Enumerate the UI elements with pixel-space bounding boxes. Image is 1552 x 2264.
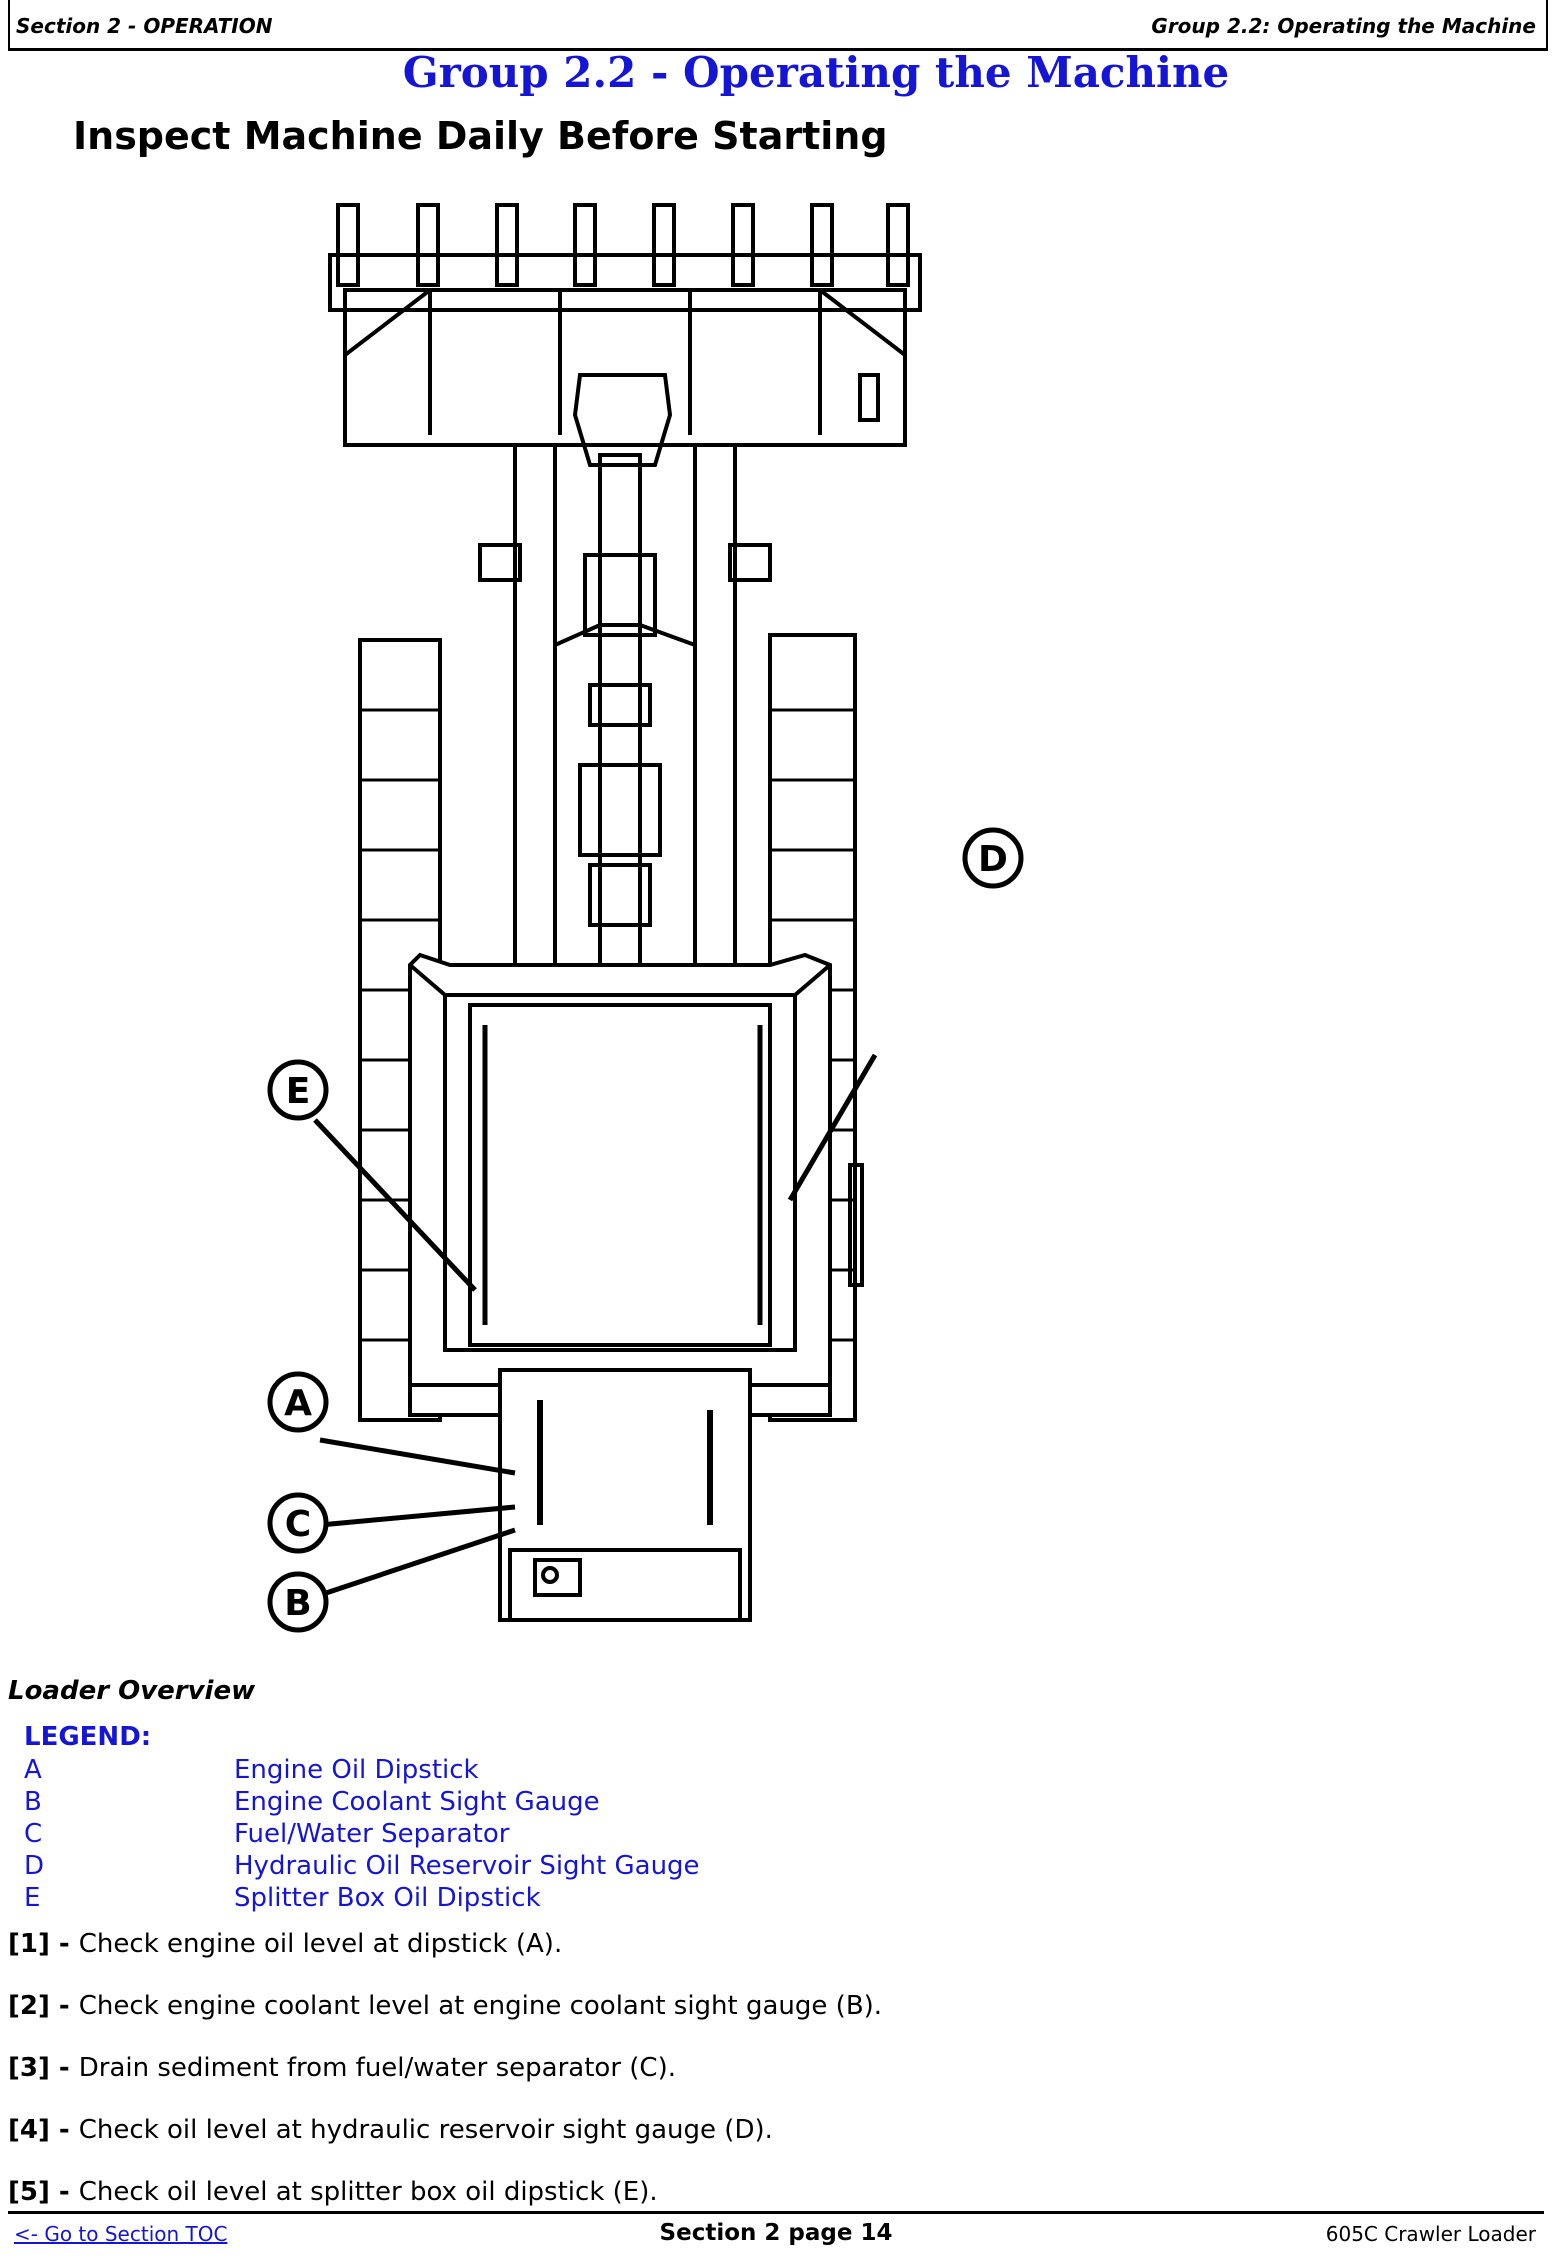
callout-a-leader — [319, 1437, 516, 1476]
model-name: 605C Crawler Loader — [1325, 2222, 1536, 2246]
figure-caption: Loader Overview — [8, 1676, 256, 1706]
legend-key: A — [24, 1755, 42, 1785]
header-section: Section 2 - OPERATION — [16, 14, 273, 38]
callout-b — [267, 1571, 329, 1633]
legend-label: Engine Oil Dipstick — [234, 1755, 479, 1785]
legend-label: Splitter Box Oil Dipstick — [234, 1883, 541, 1913]
loader-overview-diagram: D E A C B — [267, 203, 1024, 1633]
callout-c — [267, 1492, 329, 1554]
legend-key: D — [24, 1851, 45, 1881]
step-5: [5] - Check oil level at splitter box oi… — [8, 2177, 658, 2207]
step-3: [3] - Drain sediment from fuel/water sep… — [8, 2053, 676, 2083]
legend-label: Engine Coolant Sight Gauge — [234, 1787, 600, 1817]
step-2: [2] - Check engine coolant level at engi… — [8, 1991, 883, 2021]
step-number: [2] — [8, 1991, 50, 2021]
legend-key: E — [24, 1883, 41, 1913]
bucket-edge — [328, 253, 922, 312]
callout-c-leader — [319, 1504, 516, 1528]
step-number: [1] — [8, 1929, 50, 1959]
callout-e-leader — [313, 1118, 477, 1292]
step-4: [4] - Check oil level at hydraulic reser… — [8, 2115, 773, 2145]
cab — [443, 993, 797, 1352]
callout-e — [267, 1059, 329, 1121]
step-1: [1] - Check engine oil level at dipstick… — [8, 1929, 563, 1959]
section-toc-link[interactable]: <- Go to Section TOC — [14, 2222, 228, 2246]
step-text: Check oil level at splitter box oil dips… — [78, 2177, 658, 2207]
legend-label: Fuel/Water Separator — [234, 1819, 510, 1849]
callout-c-label: C — [285, 1504, 311, 1545]
step-number: [4] — [8, 2115, 50, 2145]
callout-d-leader — [787, 1053, 878, 1202]
page-title: Group 2.2 - Operating the Machine — [402, 48, 1230, 97]
footer-divider — [8, 2211, 1544, 2214]
callout-a — [267, 1371, 329, 1433]
step-text: Check engine oil level at dipstick (A). — [78, 1929, 563, 1959]
callout-b-label: B — [284, 1583, 311, 1624]
step-text: Check oil level at hydraulic reservoir s… — [78, 2115, 773, 2145]
legend-key: B — [24, 1787, 42, 1817]
bucket — [343, 288, 907, 447]
callout-d-label: D — [978, 839, 1008, 880]
callout-d — [962, 827, 1024, 889]
page-header — [8, 0, 1548, 51]
legend-key: C — [24, 1819, 43, 1849]
legend-label: Hydraulic Oil Reservoir Sight Gauge — [234, 1851, 700, 1881]
step-text: Drain sediment from fuel/water separator… — [78, 2053, 676, 2083]
section-heading: Inspect Machine Daily Before Starting — [73, 114, 888, 158]
page-number: Section 2 page 14 — [659, 2220, 893, 2246]
step-number: [5] — [8, 2177, 50, 2207]
step-text: Check engine coolant level at engine coo… — [78, 1991, 883, 2021]
legend-title: LEGEND: — [24, 1722, 152, 1752]
callout-e-label: E — [286, 1071, 311, 1112]
header-group: Group 2.2: Operating the Machine — [1151, 14, 1536, 38]
callout-a-label: A — [284, 1383, 312, 1424]
bucket-teeth — [336, 203, 910, 287]
step-number: [3] — [8, 2053, 50, 2083]
callout-b-leader — [319, 1527, 516, 1598]
